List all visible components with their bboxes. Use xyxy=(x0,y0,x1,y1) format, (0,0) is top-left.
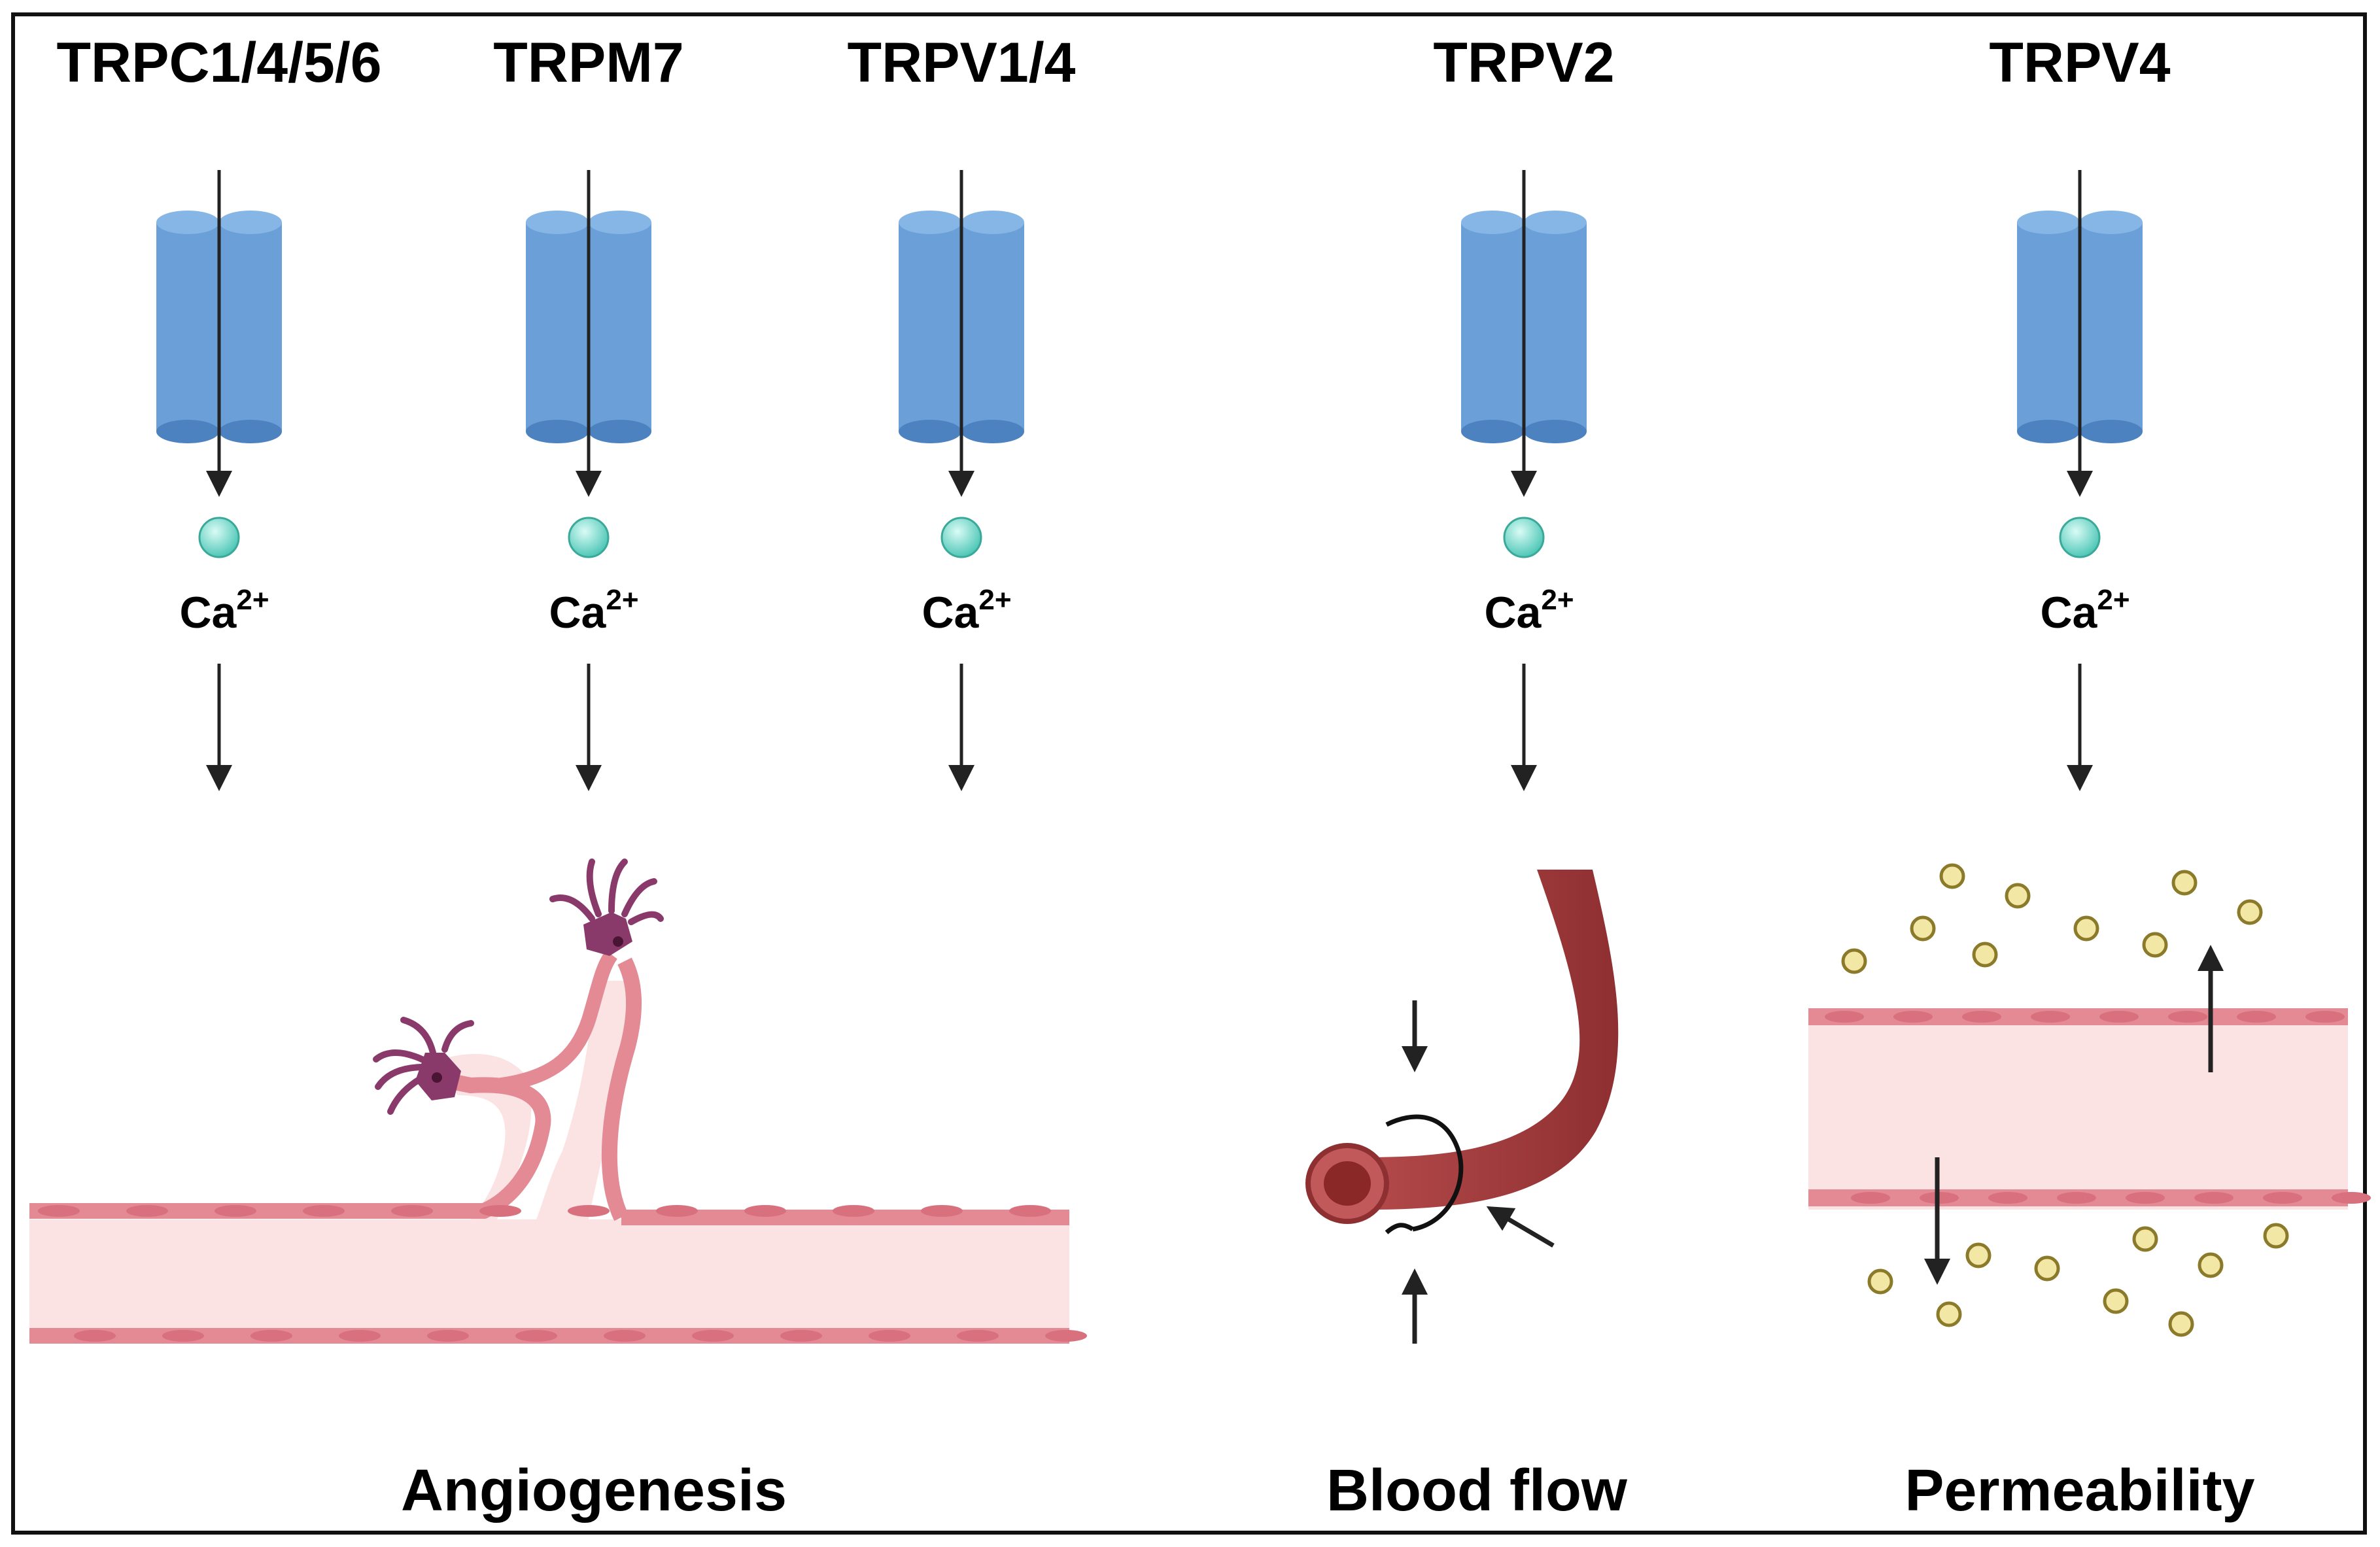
permeability-vessel xyxy=(1808,863,2371,1337)
ion-channel-icon xyxy=(526,211,651,443)
figure-border xyxy=(11,12,2367,1535)
solute-icon xyxy=(1965,1242,1992,1268)
solute-icon xyxy=(1910,915,1936,942)
ion-label: Ca2+ xyxy=(2040,584,2130,638)
solute-icon xyxy=(2034,1255,2060,1282)
channel-column: Ca2+ xyxy=(1461,170,1587,791)
channel-column: Ca2+ xyxy=(2017,170,2143,791)
solute-icon xyxy=(1939,863,1965,889)
solute-icon xyxy=(1972,942,1998,968)
solute-icon xyxy=(1867,1268,1893,1295)
solute-icon xyxy=(2142,932,2168,958)
solute-icon xyxy=(1841,948,1867,974)
calcium-ion-icon xyxy=(198,517,240,558)
solute-icon xyxy=(1936,1301,1962,1327)
solute-icon xyxy=(2198,1252,2224,1278)
ion-channel-icon xyxy=(899,211,1024,443)
solute-icon xyxy=(2103,1288,2129,1314)
channel-title-trpv1-4: TRPV1/4 xyxy=(848,31,1076,94)
channel-title-trpv4: TRPV4 xyxy=(1989,31,2170,94)
tip-cell-icon xyxy=(549,858,664,956)
calcium-ion-icon xyxy=(568,517,610,558)
solute-icon xyxy=(2171,870,2198,896)
calcium-ion-icon xyxy=(2059,517,2101,558)
solute-icon xyxy=(2263,1223,2289,1249)
ion-label: Ca2+ xyxy=(1484,584,1574,638)
solute-icon xyxy=(2005,883,2031,909)
outcome-permeability: Permeability xyxy=(1905,1458,2254,1523)
angiogenesis-vessel xyxy=(29,858,1087,1344)
ion-label: Ca2+ xyxy=(549,584,638,638)
outcome-angiogenesis: Angiogenesis xyxy=(401,1458,787,1523)
channel-title-trpv2: TRPV2 xyxy=(1433,31,1614,94)
solute-icon xyxy=(2237,899,2263,925)
channel-title-trpm7: TRPM7 xyxy=(493,31,683,94)
channel-title-trpc: TRPC1/4/5/6 xyxy=(56,31,381,94)
ion-channel-icon xyxy=(156,211,282,443)
solute-icon xyxy=(2168,1311,2194,1337)
blood-vessel-icon xyxy=(1305,870,1619,1344)
ion-channel-icon xyxy=(1461,211,1587,443)
calcium-ion-icon xyxy=(1503,517,1545,558)
solute-icon xyxy=(2073,915,2099,942)
outcome-blood-flow: Blood flow xyxy=(1326,1458,1628,1523)
channel-column: Ca2+ xyxy=(526,170,651,791)
ion-label: Ca2+ xyxy=(179,584,269,638)
channel-column: Ca2+ xyxy=(899,170,1024,791)
channel-column: Ca2+ xyxy=(156,170,282,791)
calcium-ion-icon xyxy=(940,517,982,558)
ion-channel-icon xyxy=(2017,211,2143,443)
tip-cell-icon xyxy=(373,1017,474,1115)
solute-icon xyxy=(2132,1226,2158,1252)
ion-label: Ca2+ xyxy=(922,584,1011,638)
